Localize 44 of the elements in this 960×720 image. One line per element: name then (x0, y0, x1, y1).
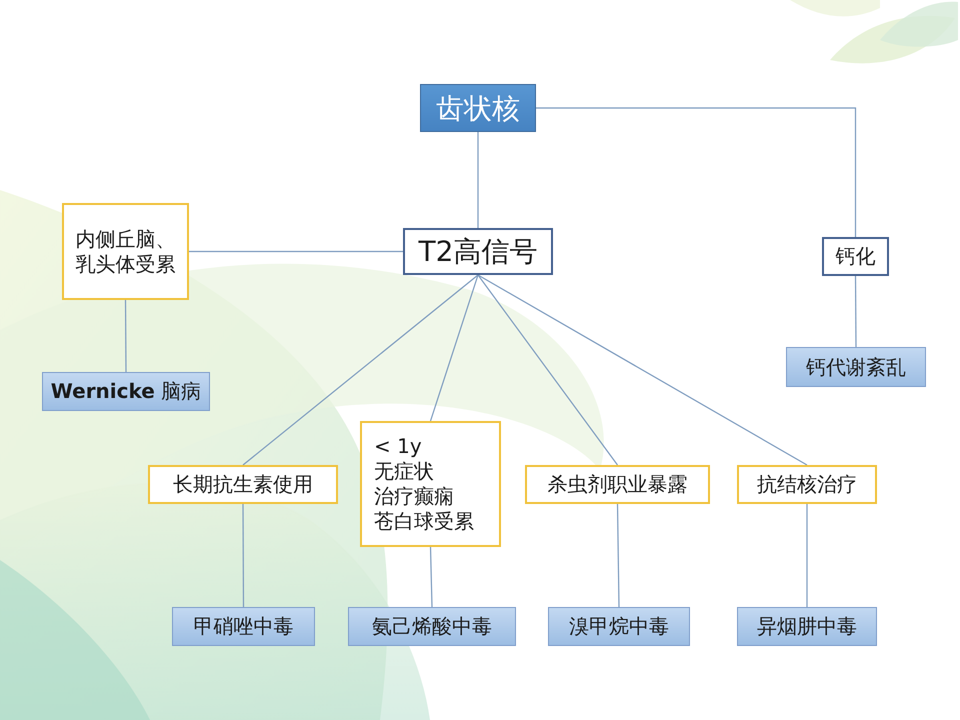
connector-line (430, 274, 479, 422)
node-label: 治疗癫痫 (374, 484, 454, 509)
connector-line (189, 250, 403, 252)
connector-line (478, 274, 618, 466)
node-label: 氨己烯酸中毒 (372, 614, 492, 639)
node-label: Wernicke 脑病 (50, 379, 202, 404)
cause-box (525, 465, 710, 504)
node-label: 长期抗生素使用 (173, 472, 313, 497)
connector-line (616, 504, 620, 607)
connector-line (430, 546, 433, 608)
cause-box (62, 203, 189, 300)
node-label: 内侧丘脑、乳头体受累 (74, 226, 176, 276)
connector-line (478, 274, 808, 466)
diagnosis-box (737, 607, 877, 646)
diagnosis-box (548, 607, 690, 646)
diagnosis-box (172, 607, 315, 646)
finding-box (822, 237, 889, 276)
cause-box (360, 421, 501, 547)
diagnosis-box (786, 347, 926, 387)
node-label: 无症状 (374, 459, 434, 484)
finding-box (403, 228, 553, 275)
heading-box (420, 84, 536, 132)
connector-line (806, 504, 808, 607)
node-label: < 1y (374, 434, 422, 459)
connector-line (242, 274, 478, 466)
connector-line (854, 276, 857, 347)
node-label: 甲硝唑中毒 (194, 614, 294, 639)
node-label: 钙代谢紊乱 (806, 354, 906, 380)
node-label: 齿状核 (436, 90, 520, 126)
node-label: 钙化 (836, 244, 876, 269)
node-label: 溴甲烷中毒 (569, 614, 669, 639)
diagnosis-box (42, 372, 210, 411)
node-label: 杀虫剂职业暴露 (548, 472, 688, 497)
node-label: T2高信号 (418, 234, 538, 269)
connector-line (124, 300, 127, 372)
node-label: 异烟肼中毒 (757, 614, 857, 639)
connector-line (477, 132, 479, 228)
cause-box (148, 465, 338, 504)
diagnosis-box (348, 607, 516, 646)
node-label: 苍白球受累 (374, 509, 474, 534)
connector-line (536, 107, 856, 237)
connector-line (242, 504, 244, 607)
cause-box (737, 465, 877, 504)
node-label: 抗结核治疗 (757, 472, 857, 497)
